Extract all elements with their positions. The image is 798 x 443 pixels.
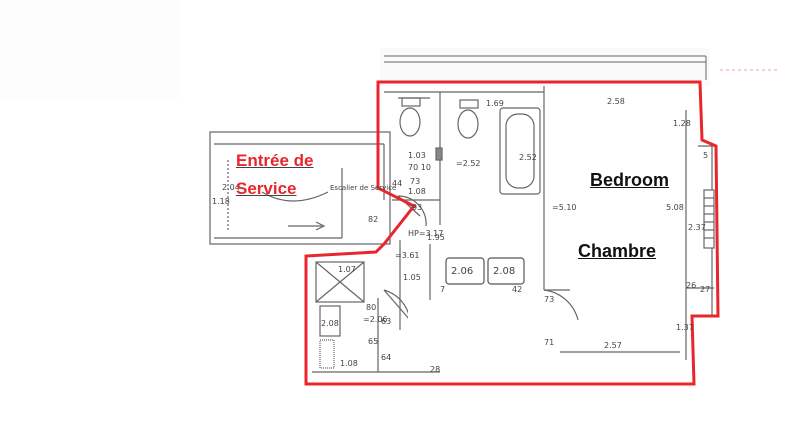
dim-bedroom-top: 2.58 <box>607 97 625 106</box>
dim-80: 80 <box>366 303 376 312</box>
dim-bedroom-length: =5.10 <box>552 203 577 212</box>
dim-64: 64 <box>381 353 391 362</box>
dim-71: 71 <box>544 338 554 347</box>
dim-44: 44 <box>392 179 402 188</box>
dim-window: 1.28 <box>673 119 691 128</box>
dim-wc-width: 1.69 <box>486 99 504 108</box>
dim-26: 26 <box>686 281 696 290</box>
dim-entry-b: 1.18 <box>212 197 230 206</box>
dim-73b: 73 <box>544 295 554 304</box>
dim-7: 7 <box>440 285 445 294</box>
dim-shower: 1.07 <box>338 265 356 274</box>
dim-entry-a: 2.04 <box>222 183 240 192</box>
toilet-icon <box>399 107 421 137</box>
dim-82: 82 <box>368 215 378 224</box>
bathtub-icon <box>499 107 541 195</box>
dim-lower-room-a: =2.06 <box>363 315 388 324</box>
service-entry-area <box>209 131 391 245</box>
dim-42: 42 <box>512 285 522 294</box>
dim-bath: 2.52 <box>519 153 537 162</box>
dim-bedroom-length-b: 5.08 <box>666 203 684 212</box>
dim-2-37: 2.37 <box>688 223 706 232</box>
dim-1-37: 1.37 <box>676 323 694 332</box>
service-entry-line2: Service <box>236 179 297 198</box>
dim-63: 63 <box>381 317 391 326</box>
dim-shower-b: 2.08 <box>321 319 339 328</box>
chambre-label: Chambre <box>578 241 657 261</box>
wc-and-bath-fixtures <box>384 86 545 290</box>
radiator-icon <box>703 189 715 249</box>
dim-28: 28 <box>430 365 440 374</box>
bedroom-interior <box>543 110 716 360</box>
service-entry-label: Entrée de Service <box>236 147 313 203</box>
service-entry-line1: Entrée de <box>236 151 314 170</box>
cabinets <box>445 257 525 285</box>
dim-5: 5 <box>703 151 708 160</box>
toilet-icon <box>457 109 479 139</box>
cabinet-1-dim: 2.06 <box>451 266 473 277</box>
shower-room <box>312 261 440 373</box>
dim-wall-d: 73 <box>410 177 420 186</box>
apartment-outline <box>304 80 720 386</box>
dim-corridor-e: 1.05 <box>403 273 421 282</box>
cabinet-2-dim: 2.08 <box>493 266 515 277</box>
corridor <box>383 195 440 330</box>
dim-lower-room-b: 1.08 <box>340 359 358 368</box>
dim-27: 27 <box>700 285 710 294</box>
dim-bedroom-bottom: 2.57 <box>604 341 622 350</box>
dim-wall-a: 1.03 <box>408 151 426 160</box>
redacted-patch <box>408 300 542 354</box>
dim-corridor-b: 1.95 <box>427 233 445 242</box>
dim-93: 93 <box>412 203 422 212</box>
stairs-label: Escalier de Service <box>330 184 396 192</box>
bedroom-label: Bedroom <box>590 170 670 190</box>
dim-wall-b: 70 10 <box>408 163 431 172</box>
dim-wall-c: 1.08 <box>408 187 426 196</box>
dim-65: 65 <box>368 337 378 346</box>
dim-corridor-a: =2.52 <box>456 159 481 168</box>
dim-corridor-c: HP=3.17 <box>408 229 443 238</box>
dim-corridor-d: =3.61 <box>395 251 420 260</box>
exterior-wall-top <box>384 55 780 80</box>
